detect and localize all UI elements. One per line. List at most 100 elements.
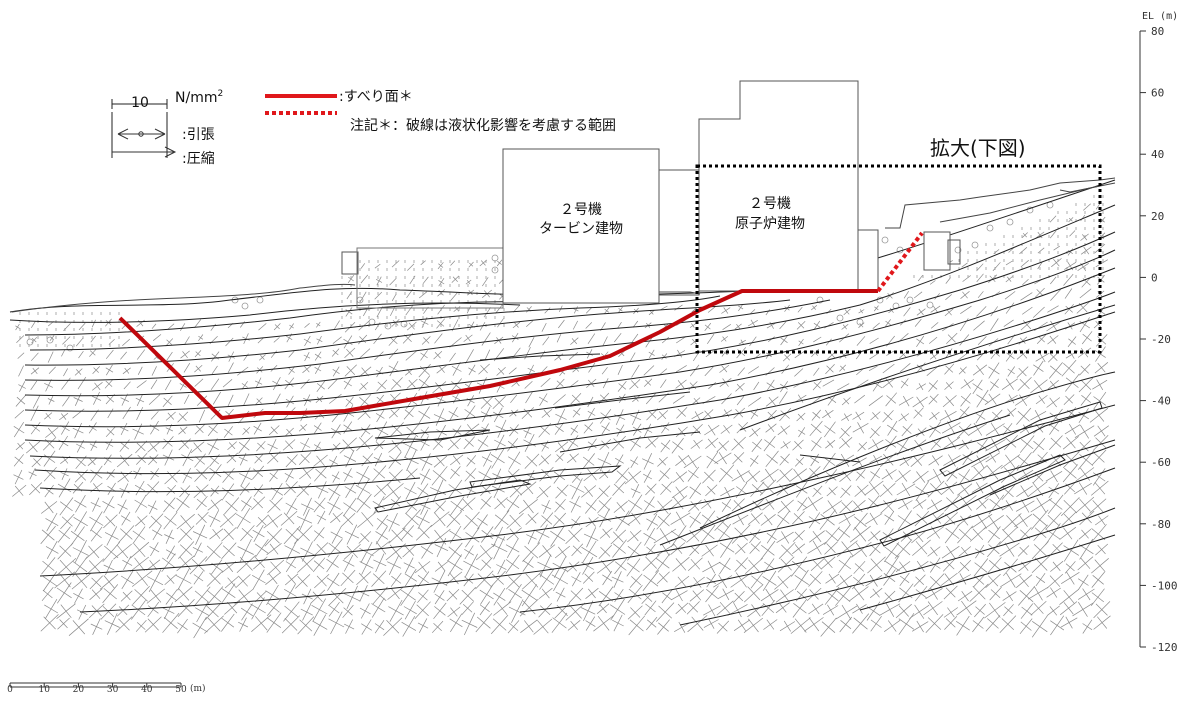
stress-cross [288, 366, 296, 375]
stress-cross [566, 561, 580, 573]
stress-cross [1078, 574, 1089, 590]
stress-cross [809, 530, 825, 543]
stress-cross [207, 498, 223, 511]
stress-cross [553, 394, 566, 406]
stress-cross [254, 453, 264, 464]
stress-cross [689, 543, 701, 556]
stress-cross [790, 617, 811, 634]
stress-cross [105, 364, 114, 376]
stress-cross [298, 423, 308, 432]
stress-cross [1062, 436, 1079, 450]
stress-cross [1095, 334, 1108, 347]
stress-cross [386, 512, 400, 532]
stress-cross [222, 467, 235, 483]
stress-cross [701, 544, 718, 557]
stress-cross [615, 510, 630, 532]
stress-cross [253, 556, 268, 570]
stress-cross [910, 439, 927, 452]
stress-cross [565, 527, 583, 544]
stress-cross [375, 526, 389, 545]
stress-cross [581, 556, 594, 575]
stress-cross [870, 467, 881, 482]
stress-cross [331, 424, 342, 439]
stress-cross [670, 589, 688, 602]
stress-cross [280, 510, 298, 526]
liquefaction-note: 注記＊：破線は液状化影響を考慮する範囲 [350, 117, 616, 134]
stress-cross [12, 484, 27, 497]
stress-cross [630, 456, 639, 468]
stress-cross [73, 511, 88, 532]
stress-cross [777, 425, 791, 436]
stress-cross [689, 511, 701, 528]
stress-cross [779, 321, 787, 330]
stress-cross [1002, 422, 1013, 436]
stress-cross [671, 486, 688, 499]
stress-cross [644, 600, 657, 616]
stress-cross [1018, 336, 1028, 345]
reactor-building [698, 80, 859, 292]
stress-cross [945, 277, 951, 284]
stress-cross [867, 556, 886, 574]
stress-cross [604, 307, 610, 314]
stress-circle [46, 336, 54, 344]
stress-cross [657, 410, 669, 421]
stress-cross [331, 471, 340, 483]
stress-cross [328, 483, 341, 501]
stress-cross [939, 410, 957, 422]
stress-cross [836, 540, 858, 557]
stress-cross [136, 406, 144, 421]
stress-cross [105, 438, 114, 451]
stress-cross [960, 379, 975, 389]
stress-cross [872, 378, 883, 392]
stress-cross [311, 598, 328, 621]
stress-circle [986, 224, 994, 232]
stress-cross [62, 396, 70, 407]
stress-cross [237, 366, 249, 376]
stress-cross [344, 524, 360, 545]
stress-cross [537, 554, 554, 578]
stress-cross [1078, 528, 1092, 540]
stress-cross [1020, 292, 1033, 301]
stress-cross [764, 558, 775, 573]
stress-cross [882, 590, 896, 604]
stress-cross [300, 437, 311, 453]
stress-cross [987, 557, 1002, 574]
stress-cross [1014, 514, 1033, 528]
stress-cross [122, 367, 131, 375]
stress-circle [1006, 218, 1014, 226]
stress-cross [930, 305, 941, 313]
stress-cross [241, 381, 248, 390]
stress-cross [689, 589, 705, 602]
stress-cross [794, 456, 805, 467]
stress-cross [999, 542, 1020, 557]
stress-cross [976, 263, 984, 272]
stress-circle [836, 314, 844, 322]
stress-cross [432, 381, 447, 394]
stress-cross [778, 542, 796, 560]
stress-cross [705, 484, 718, 497]
stress-cross [660, 305, 668, 310]
stress-cross [431, 466, 448, 486]
stress-cross [882, 410, 894, 423]
stress-cross [1077, 556, 1094, 571]
scale-tick-label: 40 [141, 685, 153, 695]
stress-cross [417, 618, 429, 633]
stress-cross [358, 531, 372, 544]
stress-cross [327, 538, 343, 558]
stress-cross [90, 618, 103, 635]
stress-cross [135, 619, 147, 632]
stress-cross [152, 525, 163, 541]
stress-cross [927, 468, 947, 483]
stress-cross [371, 570, 387, 587]
stress-cross [468, 321, 475, 331]
stress-cross [374, 263, 381, 269]
stress-cross [61, 377, 71, 390]
stress-cross [356, 493, 372, 513]
stress-cross [1059, 526, 1077, 540]
stress-cross [205, 603, 221, 621]
stress-cross [526, 529, 537, 545]
stress-cross [30, 367, 40, 375]
stress-cross [1050, 542, 1063, 555]
stress-cross [570, 337, 579, 345]
stress-cross [107, 482, 117, 495]
